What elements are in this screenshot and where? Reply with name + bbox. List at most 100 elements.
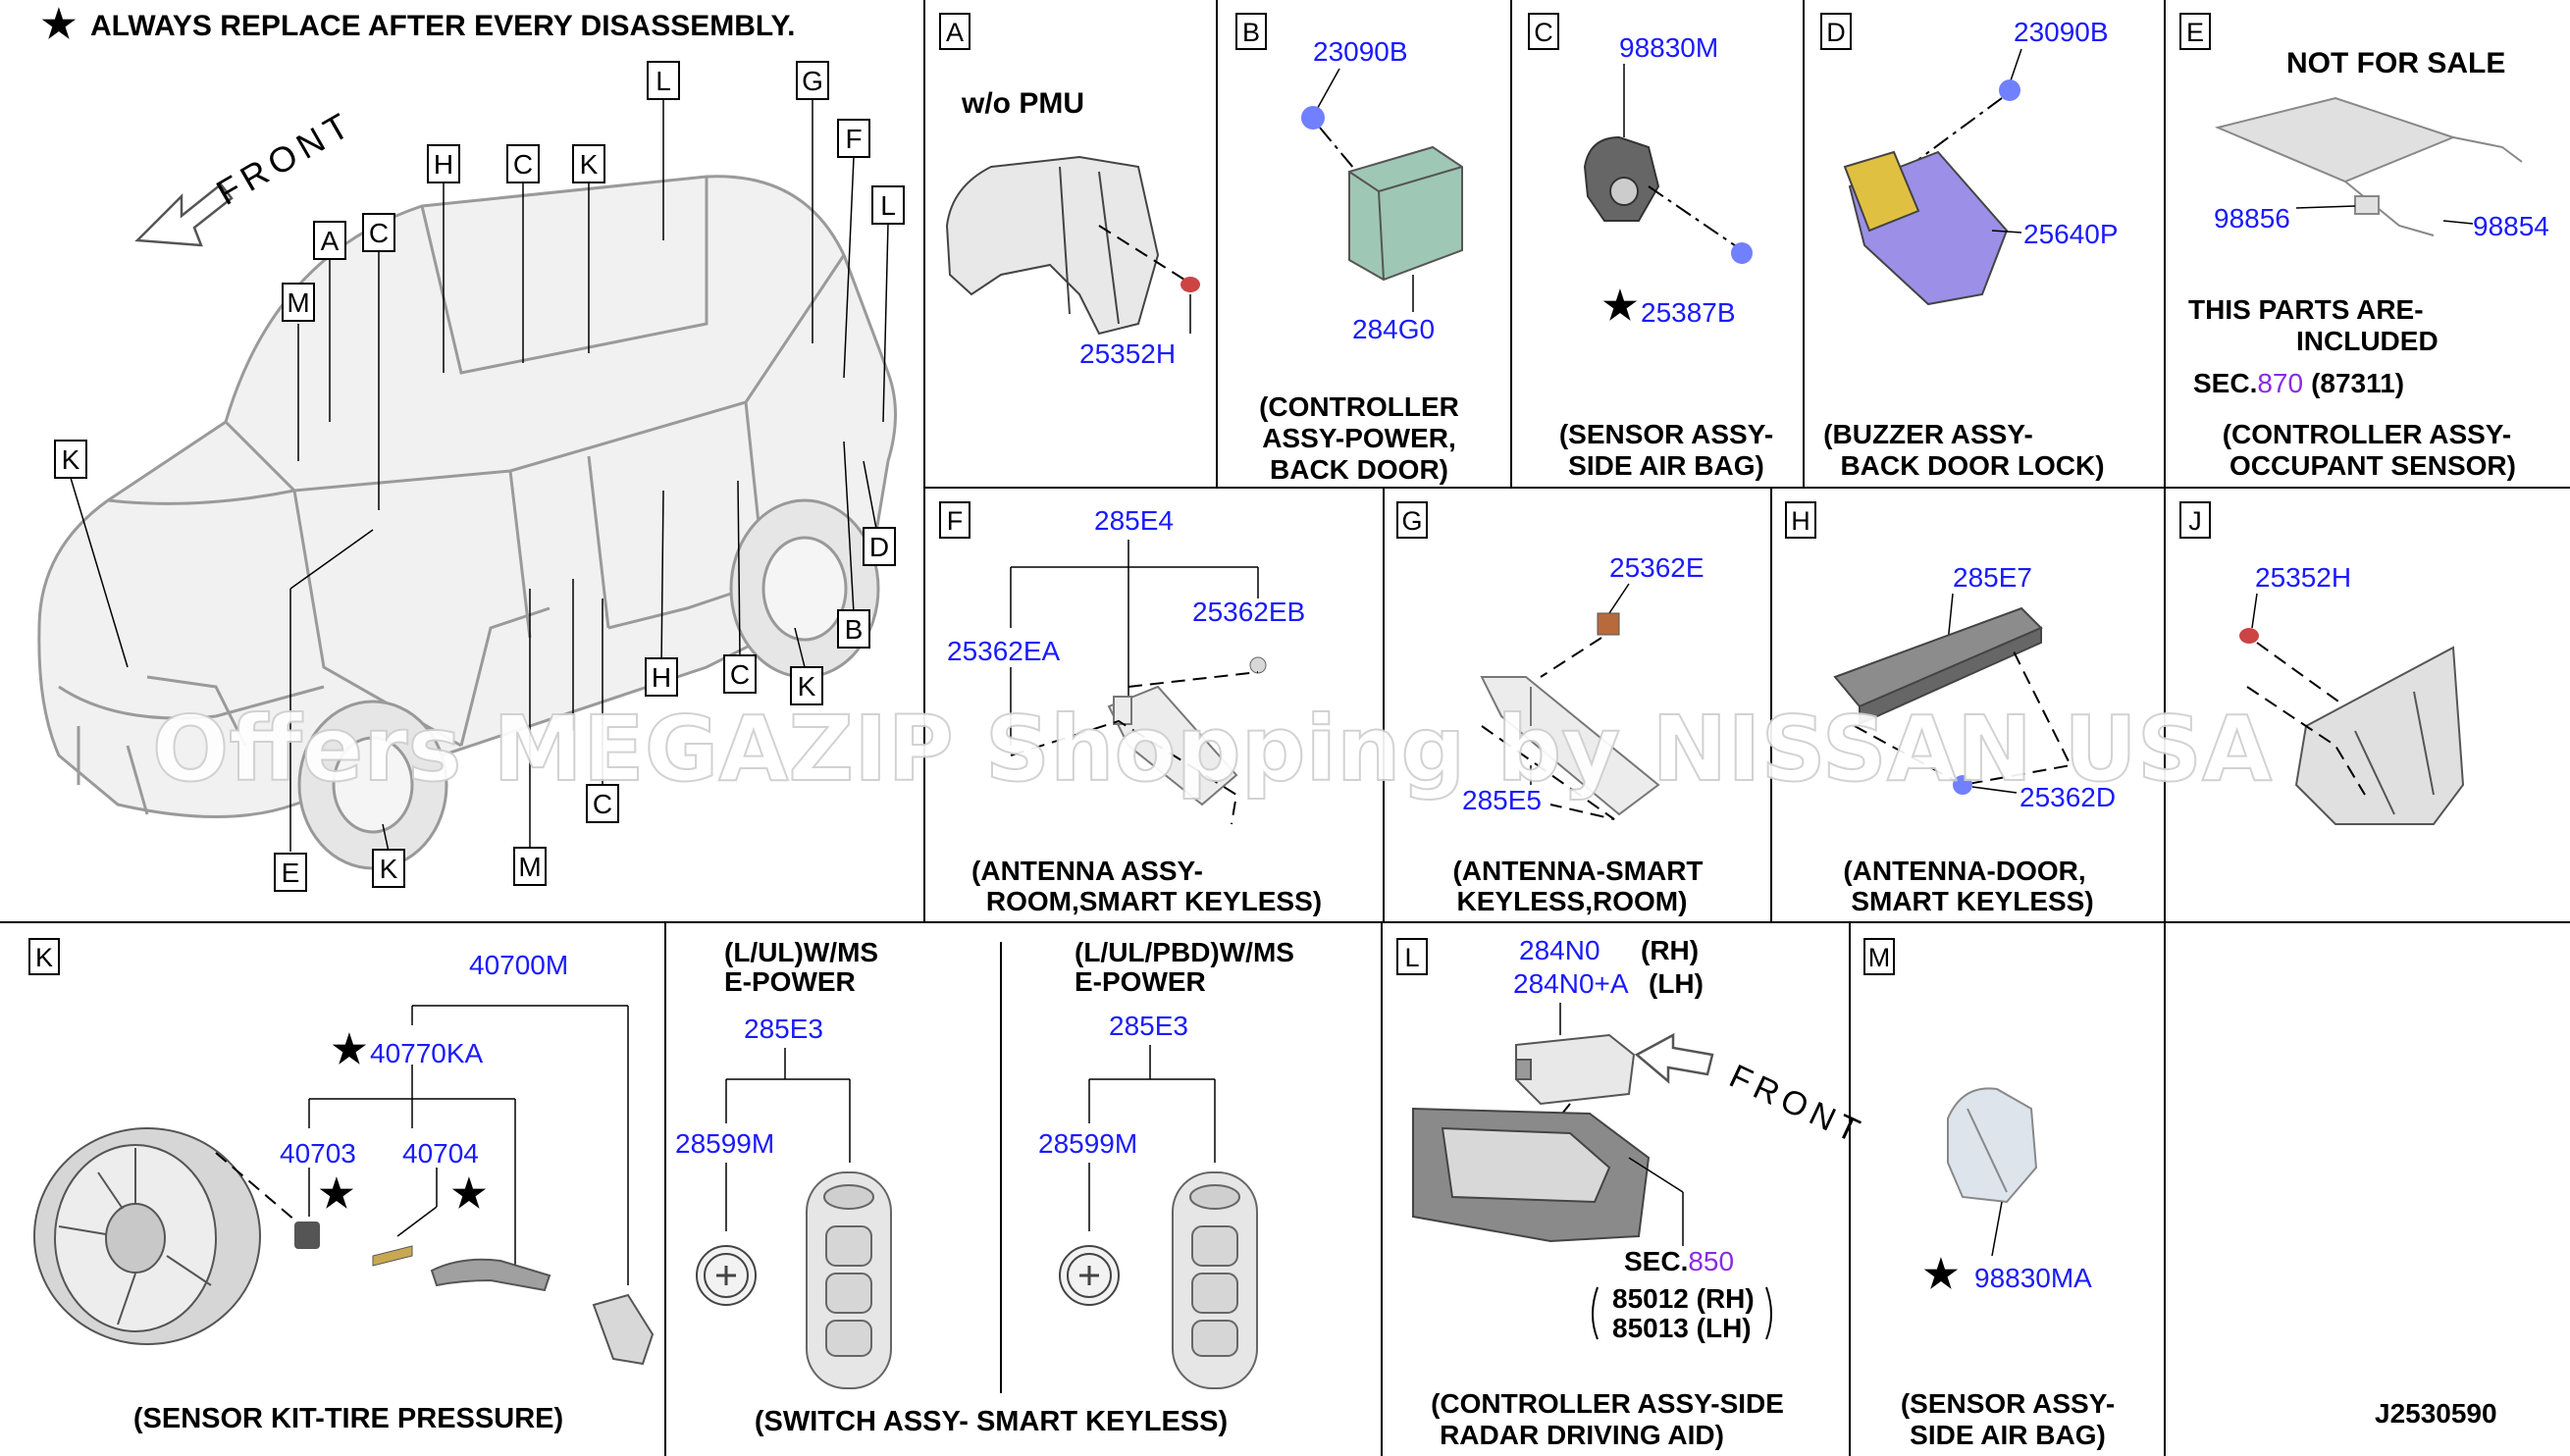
watermark: Offers MEGAZIP Shopping by NISSAN USA [152,697,2272,802]
car-body-icon [37,175,897,818]
panel-b-caption: (CONTROLLER [1259,391,1459,422]
overview-letter: G [802,66,823,96]
diagram-id: J2530590 [2375,1398,2497,1429]
panel-k-caption: (SENSOR KIT-TIRE PRESSURE) [133,1403,563,1434]
overview-letter: K [62,444,80,475]
panel-g-caption: KEYLESS,ROOM) [1457,886,1688,916]
bracket-icon [1412,1107,1651,1243]
body-panel-icon [945,155,1160,336]
overview-letter: C [593,789,612,819]
panel-l-letter: L [1404,943,1419,972]
panel-g-caption: (ANTENNA-SMART [1452,856,1703,886]
antenna-icon [1480,676,1660,816]
panel-m-caption: (SENSOR ASSY- [1901,1388,2115,1419]
overview-letter: L [656,66,671,96]
panel-l-caption: RADAR DRIVING AID) [1440,1420,1724,1450]
part-number: 40704 [402,1138,479,1169]
panel-letter-boxes [28,13,2211,975]
overview-letter: K [798,671,816,702]
clip-icon [1597,612,1620,636]
sensor-icon [1583,135,1660,222]
part-number: 40700M [469,950,568,980]
panel-e-letter: E [2186,18,2204,47]
panel-l-section-ref: SEC.850 [1624,1246,1734,1276]
panel-j: 25352H [2239,562,2465,825]
overview-letter: K [580,149,599,180]
panel-e-included: INCLUDED [2296,326,2439,356]
part-number: 23090B [2014,17,2109,47]
panel-h-letter: H [1791,506,1810,536]
panel-d: 23090B 25640P (BUZZER ASSY- BACK DOOR LO… [1823,17,2118,481]
part-number: 28599M [1038,1128,1137,1159]
panel-m-letter: M [1868,943,1891,972]
overview-letter-boxes [54,61,905,892]
panel-e-caption: OCCUPANT SENSOR) [2229,450,2516,481]
panel-e-section-ref: SEC.870(87311) [2193,368,2404,398]
switch-variant: E-POWER [1075,966,1206,997]
part-number: 285E7 [1953,562,2032,593]
part-number: 285E3 [744,1014,823,1044]
sec-link[interactable]: 870 [2257,368,2303,398]
panel-k: 40700M ★ 40770KA 40703 40704 ★ ★ [33,950,655,1434]
panel-f-letter: F [947,506,964,536]
panel-b-caption: ASSY-POWER, [1262,423,1456,453]
radar-module-icon [1515,1033,1636,1106]
panel-switch: (L/UL)W/MS E-POWER (L/UL/PBD)W/MS E-POWE… [675,937,1294,1437]
overview-letter: H [652,662,671,693]
star-icon: ★ [319,1172,354,1216]
panel-b-letter: B [1242,18,1260,47]
part-number: 25362EB [1192,597,1305,627]
part-number: 284N0 [1519,935,1600,965]
panel-e-notice: NOT FOR SALE [2286,47,2505,79]
panel-c: 98830M ★ 25387B (SENSOR ASSY- SIDE AIR B… [1559,32,1773,481]
overview-front-label: FRONT [210,102,361,212]
part-number: 25352H [1079,338,1176,369]
controller-module-icon [1348,145,1463,282]
valve-cap-icon [294,1222,320,1249]
panel-e-caption: (CONTROLLER ASSY- [2223,419,2512,449]
panel-h-caption: (ANTENNA-DOOR, [1843,856,2085,886]
overview-letter: E [282,858,300,888]
part-number: 25362D [2019,782,2116,812]
bolt-icon [1731,242,1753,264]
panel-d-letter: D [1826,18,1846,47]
antenna-icon [1833,606,2043,726]
overview-letter: H [434,149,453,180]
overview-letter: B [845,614,864,645]
overview-letter: A [321,226,340,256]
body-panel-icon [2294,646,2465,825]
panel-c-caption: (SENSOR ASSY- [1559,419,1773,449]
panel-g: 25362E 285E5 (ANTENNA-SMART KEYLESS,ROOM… [1452,552,1704,916]
bolt-icon [1301,106,1325,130]
sec-suffix: (87311) [2311,368,2404,398]
part-number: 23090B [1313,36,1408,67]
tpms-sensor-icon [592,1293,655,1366]
part-number: 25387B [1641,297,1736,328]
sec-link[interactable]: 850 [1688,1246,1734,1276]
panel-a: w/o PMU 25352H [945,87,1200,369]
panel-h: 285E7 25362D (ANTENNA-DOOR, SMART KEYLES… [1833,562,2116,916]
part-number: 284G0 [1352,314,1435,344]
buzzer-icon [1843,150,2009,306]
switch-variant: (L/UL/PBD)W/MS [1075,937,1294,967]
overview-letter: K [380,854,398,884]
sec-prefix: SEC. [1624,1246,1688,1276]
panel-j-letter: J [2188,506,2202,536]
overview-letter: F [845,124,862,154]
star-icon: ★ [451,1172,487,1216]
overview-letter: C [513,149,533,180]
part-number: 285E5 [1462,785,1542,815]
switch-variant: (L/UL)W/MS [724,937,878,967]
panel-m-caption: SIDE AIR BAG) [1910,1420,2106,1450]
front-arrow-icon [1634,1032,1714,1084]
bolt-icon [1999,79,2020,101]
front-arrow-icon [134,182,234,247]
sec-part: 85012 (RH) [1612,1283,1755,1314]
panel-f: 285E4 25362EB 25362EA (ANTENNA ASSY- ROO… [947,505,1322,916]
panel-b: 23090B 284G0 (CONTROLLER ASSY-POWER, BAC… [1259,36,1463,485]
antenna-icon [1107,685,1238,806]
panel-c-caption: SIDE AIR BAG) [1568,450,1764,481]
panel-d-caption: (BUZZER ASSY- [1823,419,2033,449]
star-icon: ★ [41,3,77,46]
